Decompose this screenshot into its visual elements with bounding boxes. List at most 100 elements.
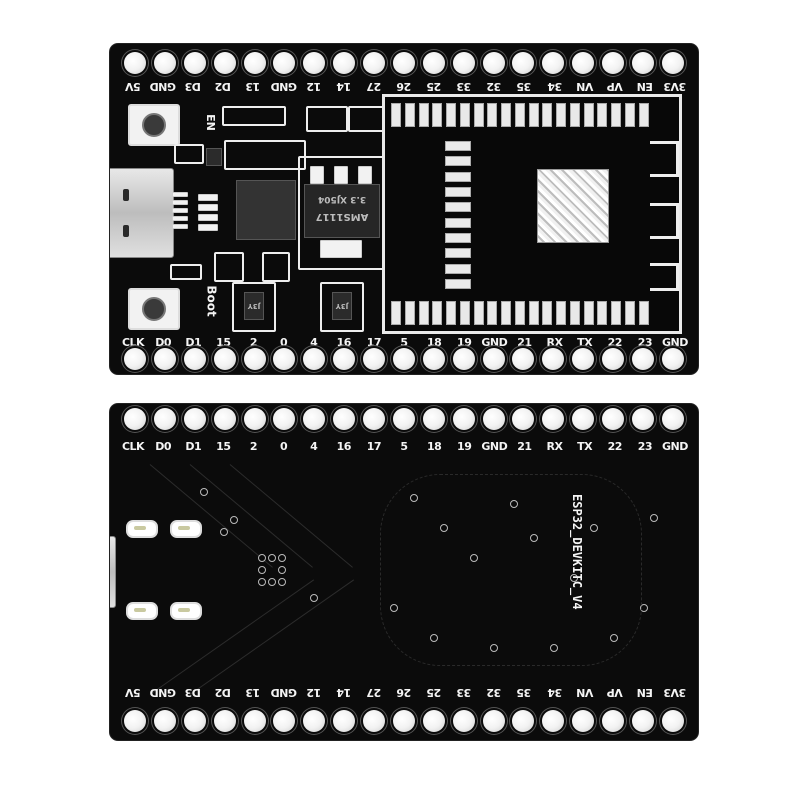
pin-pad <box>512 52 535 74</box>
pin-label: 32 <box>487 686 502 699</box>
pin-label: 33 <box>457 686 472 699</box>
diode <box>206 148 222 166</box>
pin-label: VP <box>606 686 623 699</box>
pin-label: D3 <box>185 80 202 93</box>
pin-pad <box>452 408 475 430</box>
pin-label: 35 <box>517 80 532 93</box>
pin-pad <box>631 348 654 370</box>
pin-pad <box>512 710 535 732</box>
pin-label: 32 <box>487 80 502 93</box>
pin-pad <box>631 52 654 74</box>
pcb-trace <box>229 464 353 568</box>
component-outline <box>174 144 204 164</box>
pin-pad <box>183 348 206 370</box>
ams1117-regulator: 3.3 XJ504 AMS1117 <box>304 184 380 238</box>
pin-pad <box>333 52 356 74</box>
regulator-pin <box>310 166 324 184</box>
pin-pad <box>392 710 415 732</box>
top-pin-labels: CLK D0 D1 15 2 0 4 16 17 5 18 19 GND 21 … <box>110 440 698 453</box>
pin-pad <box>213 408 236 430</box>
pin-label: 16 <box>336 336 352 349</box>
via <box>278 578 286 586</box>
pin-label: GND <box>150 686 177 699</box>
usb-mount-pad <box>126 602 158 620</box>
pin-pad <box>303 52 326 74</box>
pin-label: TX <box>577 440 593 453</box>
resistor <box>198 194 218 201</box>
pin-label: 2 <box>249 336 258 349</box>
pin-label: 5V <box>125 80 141 93</box>
pin-pad <box>392 408 415 430</box>
pin-pad <box>153 710 176 732</box>
regulator-tab <box>320 240 362 258</box>
pin-label: CLK <box>121 336 145 349</box>
pin-label: 12 <box>306 686 321 699</box>
pin-pad <box>422 52 445 74</box>
pin-label: 4 <box>310 440 318 453</box>
pin-label: D1 <box>185 440 202 453</box>
pin-label: 27 <box>366 686 382 699</box>
bottom-header-pads <box>110 710 698 732</box>
via <box>650 514 658 522</box>
module-footprint-outline <box>380 474 642 666</box>
top-pin-labels: 5V GND D3 D2 13 GND 12 14 27 26 25 33 32… <box>110 80 698 93</box>
module-pins-bottom <box>391 301 649 325</box>
pin-pad <box>183 52 206 74</box>
pin-label: VN <box>576 686 594 699</box>
pin-pad <box>572 408 595 430</box>
resistor <box>198 204 218 211</box>
pin-label: 15 <box>216 440 231 453</box>
pcb-trace <box>189 464 313 568</box>
transistor: J3Y <box>332 292 352 320</box>
antenna-trace <box>650 263 679 291</box>
usb-pin <box>172 224 188 229</box>
pin-pad <box>333 710 356 732</box>
esp32-module <box>382 94 682 334</box>
pin-label: 33 <box>457 80 472 93</box>
pin-pad <box>661 348 684 370</box>
boot-button[interactable] <box>128 288 180 330</box>
transistor-outline: J3Y <box>232 282 276 332</box>
via <box>268 578 276 586</box>
pin-label: 34 <box>547 80 562 93</box>
en-button[interactable] <box>128 104 180 146</box>
micro-usb-edge <box>110 536 116 608</box>
pcb-trace <box>189 579 355 695</box>
esp32-exposed-pad <box>537 169 609 243</box>
pin-pad <box>602 348 624 370</box>
pin-pad <box>542 408 565 430</box>
top-header-pads <box>110 52 698 74</box>
pin-label: 17 <box>366 440 382 453</box>
via <box>440 524 448 532</box>
pin-pad <box>124 348 146 370</box>
antenna-trace <box>650 141 679 177</box>
pin-pad <box>452 52 475 74</box>
micro-usb-port[interactable] <box>110 168 174 258</box>
pin-label: GND <box>481 440 508 453</box>
regulator-marking: AMS1117 <box>315 211 369 222</box>
pin-label: 21 <box>517 336 532 349</box>
pin-pad <box>333 408 356 430</box>
pin-pad <box>303 710 326 732</box>
pin-pad <box>661 408 684 430</box>
pin-pad <box>602 408 624 430</box>
regulator-pin <box>358 166 372 184</box>
pin-label: D2 <box>215 80 232 93</box>
pin-pad <box>572 710 595 732</box>
via <box>490 644 498 652</box>
via <box>310 594 318 602</box>
pin-label: 19 <box>457 336 472 349</box>
usb-uart-chip <box>236 180 296 240</box>
resistor <box>198 214 218 221</box>
pin-label: VN <box>576 80 594 93</box>
pin-pad <box>243 348 266 370</box>
pin-pad <box>452 710 475 732</box>
via <box>278 566 286 574</box>
pin-pad <box>422 408 445 430</box>
via <box>510 500 518 508</box>
pin-label: 26 <box>396 80 412 93</box>
pin-label: 5 <box>400 440 408 453</box>
pin-pad <box>243 52 266 74</box>
pin-label: D0 <box>155 440 171 453</box>
pin-pad <box>512 408 535 430</box>
